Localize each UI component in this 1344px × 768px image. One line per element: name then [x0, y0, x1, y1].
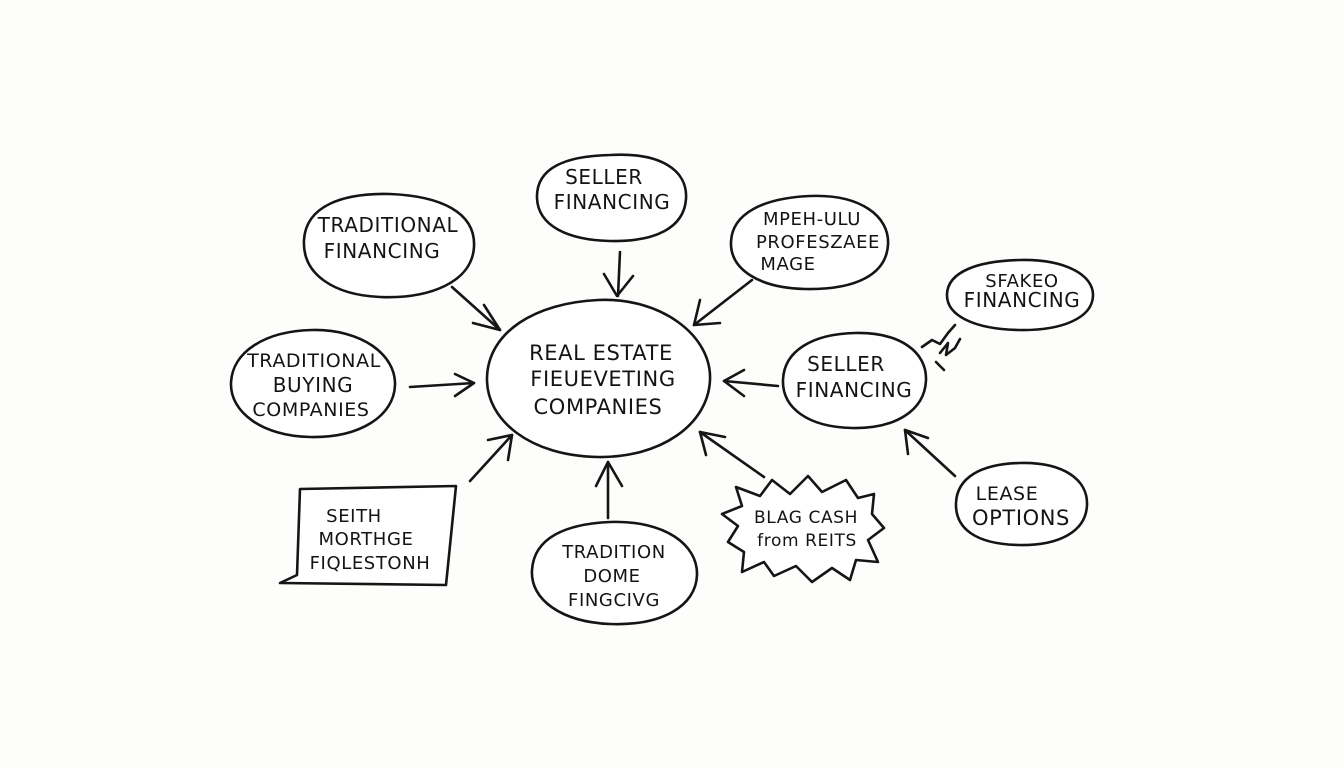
node-mpeh-profeszaee-mage: MPEH-ULU PROFESZAEE MAGE — [729, 194, 890, 291]
node-label-line: LEASE — [976, 483, 1039, 505]
node-blag-cash-from-reits: BLAG CASH from REITS — [720, 474, 886, 584]
node-label-line: SEITH — [326, 506, 382, 527]
node-label-line: FINGCIVG — [568, 590, 660, 611]
node-label-line: SELLER — [565, 165, 643, 189]
arrow-mpeh-to-center — [692, 278, 754, 327]
node-seith-morthge-fiqlestonh: SEITH MORTHGE FIQLESTONH — [278, 484, 458, 587]
node-seller-financing-right: SELLER FINANCING — [781, 331, 928, 430]
node-label-line: FINANCING — [324, 239, 441, 263]
center-label-line-3: COMPANIES — [534, 395, 663, 419]
node-label-line: BLAG CASH — [754, 508, 858, 528]
node-label-line: TRADITIONAL — [317, 213, 459, 237]
arrow-seith-to-center — [468, 433, 514, 483]
arrow-seller-financing-top-to-center — [602, 250, 635, 298]
center-label-line-1: REAL ESTATE — [529, 341, 673, 365]
node-label-line: MPEH-ULU — [763, 209, 861, 230]
node-label-line: SFAKEO — [985, 271, 1058, 292]
node-label-line: FINANCING — [554, 190, 671, 214]
node-label-line: TRADITION — [561, 542, 666, 563]
arrow-blag-cash-to-center — [698, 430, 766, 479]
arrow-lease-options-to-seller-financing — [903, 428, 957, 478]
node-traditional-buying-companies: TRADITIONAL BUYING COMPANIES — [229, 328, 397, 439]
node-label-line: SELLER — [807, 352, 885, 376]
node-label-line: MORTHGE — [319, 529, 414, 550]
node-label-line: COMPANIES — [252, 399, 369, 421]
arrow-traditional-buying-to-center — [408, 372, 476, 398]
arrow-seller-financing-right-to-center — [722, 368, 780, 398]
node-tradition-dome-fingcivg: TRADITION DOME FINGCIVG — [530, 520, 699, 626]
arrow-tradition-dome-to-center — [594, 460, 624, 520]
node-traditional-financing: TRADITIONAL FINANCING — [302, 192, 476, 299]
node-label-line: PROFESZAEE — [756, 232, 880, 253]
node-lease-options: LEASE OPTIONS — [954, 461, 1089, 547]
node-seller-financing-top: SELLER FINANCING — [535, 153, 688, 243]
node-label-line: FINANCING — [796, 378, 913, 402]
center-label-line-2: FIEUEVETING — [530, 367, 675, 391]
node-label-line: TRADITIONAL — [246, 350, 381, 372]
node-label-line: FINANCING — [964, 288, 1081, 312]
arrow-traditional-financing-to-center — [450, 285, 502, 332]
node-label-line: OPTIONS — [972, 506, 1070, 530]
node-label-line: from REITS — [757, 531, 857, 551]
squiggle-connector — [920, 323, 962, 372]
node-label-line: DOME — [583, 566, 640, 587]
center-node: REAL ESTATE FIEUEVETING COMPANIES — [485, 298, 712, 459]
node-sfakeo-financing: SFAKEO FINANCING — [945, 258, 1095, 332]
node-label-line: BUYING — [273, 373, 354, 397]
node-label-line: FIQLESTONH — [310, 553, 431, 574]
node-label-line: MAGE — [760, 254, 815, 275]
